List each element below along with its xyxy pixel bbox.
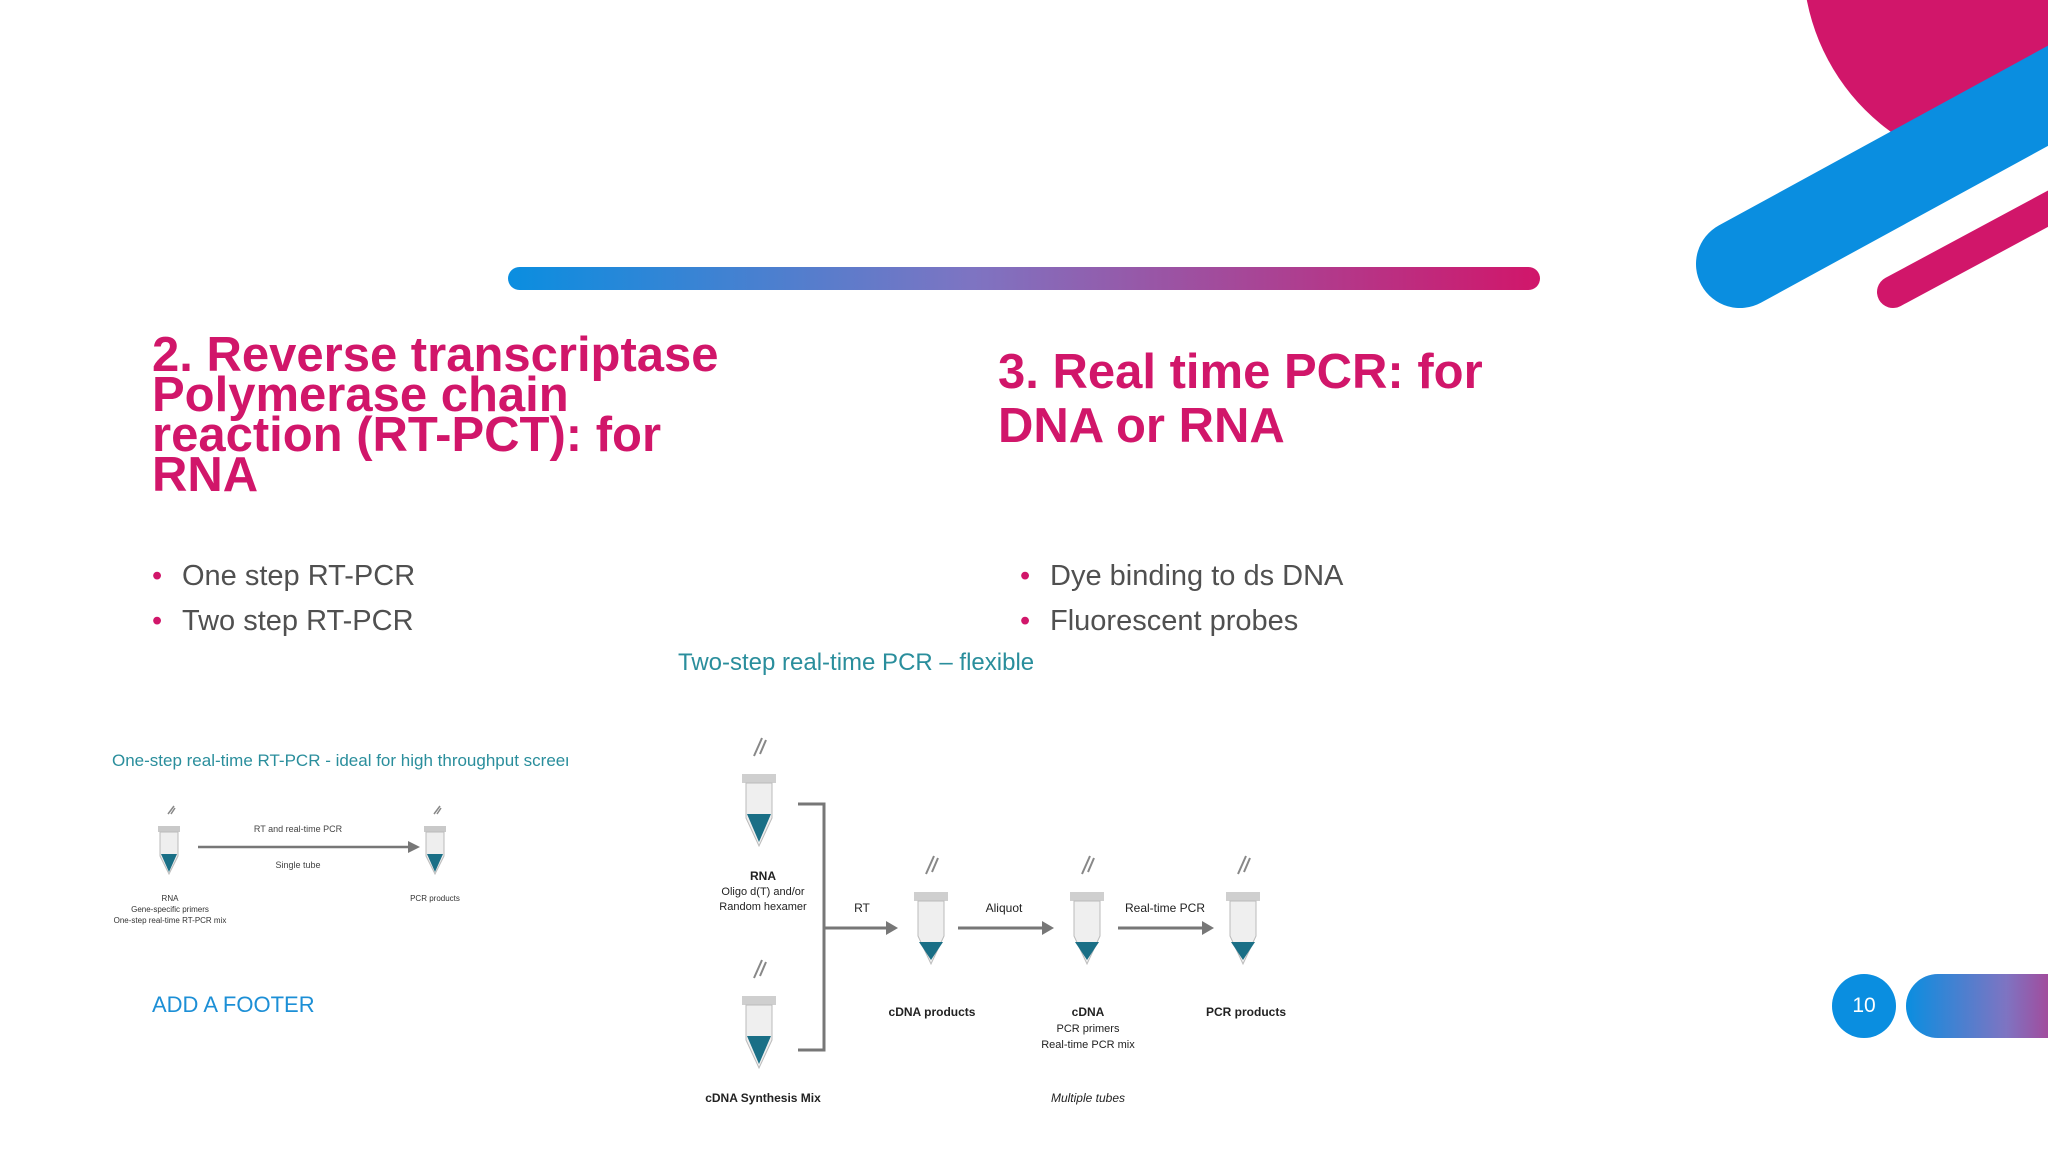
tube-label: RNA bbox=[162, 894, 180, 903]
two-step-diagram: Two-step real-time PCR – flexible RNA Ol… bbox=[670, 640, 1346, 1150]
footer-text: ADD A FOOTER bbox=[152, 992, 315, 1017]
tube-label: Oligo d(T) and/or bbox=[721, 886, 804, 898]
tube-label: One-step real-time RT-PCR mix bbox=[114, 916, 227, 925]
arrow-label: Single tube bbox=[275, 860, 320, 870]
tube-label: PCR primers bbox=[1057, 1023, 1120, 1035]
tube-label: PCR products bbox=[1206, 1005, 1286, 1019]
arrow-head bbox=[886, 921, 898, 935]
page-number-badge: 10 bbox=[1832, 974, 1896, 1038]
gradient-divider bbox=[508, 267, 1540, 290]
arrow-head bbox=[408, 841, 420, 853]
bullet-list-real-time-pcr: Dye binding to ds DNA Fluorescent probes bbox=[1020, 554, 1343, 644]
one-step-title: One-step real-time RT-PCR - ideal for hi… bbox=[112, 751, 568, 770]
bullet-item: Dye binding to ds DNA bbox=[1020, 554, 1343, 599]
tube-icon bbox=[1226, 855, 1260, 966]
tube-label: PCR products bbox=[410, 894, 460, 903]
one-step-diagram: One-step real-time RT-PCR - ideal for hi… bbox=[108, 740, 568, 940]
arrow-label: Real-time PCR bbox=[1125, 901, 1205, 915]
arrow-head bbox=[1042, 921, 1054, 935]
tube-label: Random hexamer bbox=[719, 901, 807, 913]
bullet-item: Two step RT-PCR bbox=[152, 599, 415, 644]
arrow-label: RT and real-time PCR bbox=[254, 824, 343, 834]
magenta-stripe-shape bbox=[1877, 190, 2048, 308]
tube-label: cDNA bbox=[1072, 1005, 1105, 1019]
bullet-list-rt-pcr: One step RT-PCR Two step RT-PCR bbox=[152, 554, 415, 644]
arrow-label: Aliquot bbox=[986, 901, 1023, 915]
tube-icon bbox=[424, 805, 446, 876]
tube-label: cDNA products bbox=[889, 1005, 976, 1019]
tube-icon bbox=[742, 959, 776, 1070]
tube-label: Gene-specific primers bbox=[131, 905, 209, 914]
tube-icon bbox=[742, 737, 776, 848]
heading-real-time-pcr: 3. Real time PCR: for DNA or RNA bbox=[998, 345, 1483, 453]
arrow-head bbox=[1202, 921, 1214, 935]
bullet-item: One step RT-PCR bbox=[152, 554, 415, 599]
tube-icon bbox=[914, 855, 948, 966]
two-step-title: Two-step real-time PCR – flexible bbox=[678, 649, 1034, 676]
tube-icon bbox=[1070, 855, 1104, 966]
gradient-tab-shape bbox=[1906, 974, 2048, 1038]
blue-stripe-shape bbox=[1696, 45, 2048, 308]
heading-rt-pcr: 2. Reverse transcriptase Polymerase chai… bbox=[152, 328, 719, 502]
tube-label: cDNA Synthesis Mix bbox=[705, 1091, 821, 1105]
tube-label: Real-time PCR mix bbox=[1041, 1039, 1135, 1051]
bullet-item: Fluorescent probes bbox=[1020, 599, 1343, 644]
arrow-label: RT bbox=[854, 901, 870, 915]
tube-label: Multiple tubes bbox=[1051, 1091, 1125, 1105]
tube-icon bbox=[158, 805, 180, 876]
tube-label: RNA bbox=[750, 869, 776, 883]
